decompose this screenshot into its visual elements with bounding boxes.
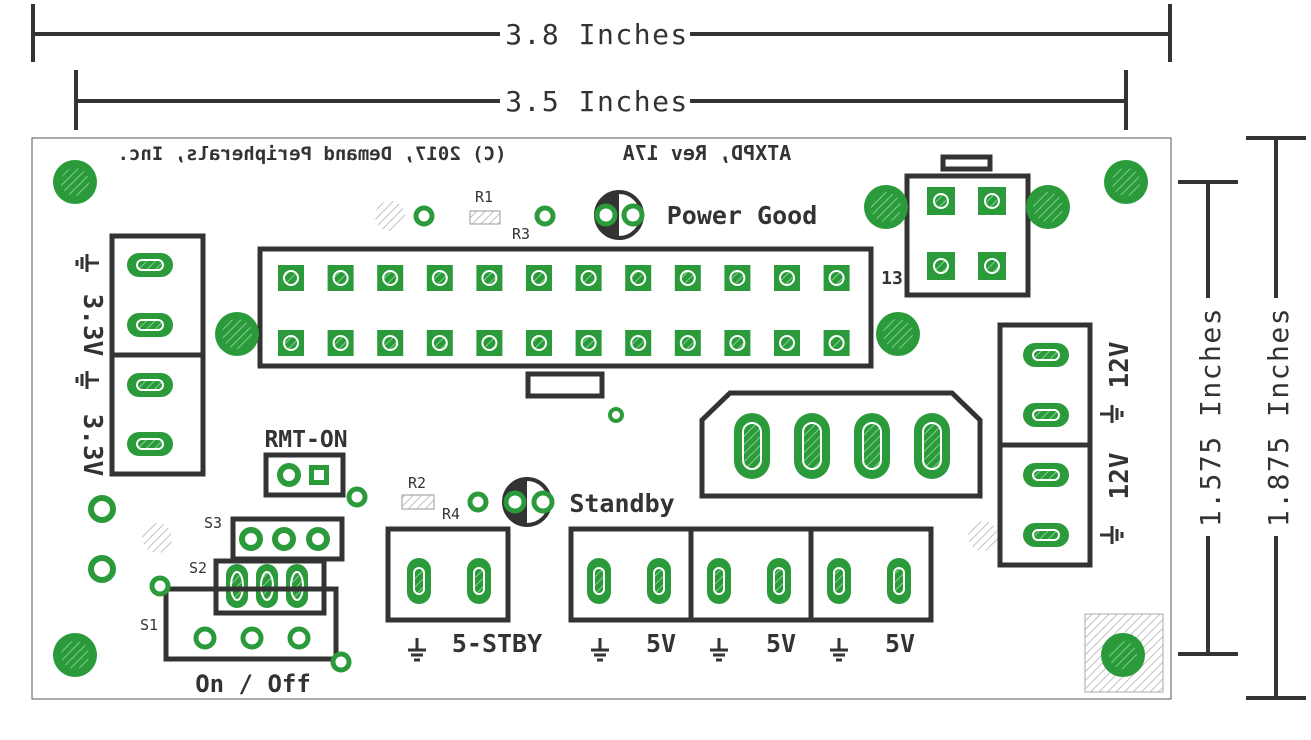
atx-pin xyxy=(625,330,652,356)
resistor-r1: R1 xyxy=(469,188,501,225)
via xyxy=(330,651,352,673)
terminal-pin xyxy=(127,313,173,337)
pin-13-label: 13 xyxy=(881,268,903,289)
svg-text:S1: S1 xyxy=(140,616,158,634)
dimension-width-outer: 3.8 Inches xyxy=(31,4,1172,62)
terminal-pin xyxy=(127,373,173,397)
svg-text:S3: S3 xyxy=(204,514,222,532)
molex-pin xyxy=(794,413,830,479)
atx-header xyxy=(215,246,920,399)
via xyxy=(88,555,116,583)
atx-pin xyxy=(377,330,404,356)
power-good-label: Power Good xyxy=(667,201,818,230)
via xyxy=(413,205,435,227)
atx-pin xyxy=(327,330,354,356)
terminal-pin xyxy=(827,558,851,604)
via xyxy=(534,205,556,227)
via xyxy=(608,407,624,423)
atx-pin xyxy=(575,265,602,291)
switch-s1: S1 xyxy=(140,586,339,662)
atx-pin xyxy=(625,265,652,291)
via xyxy=(467,491,489,513)
resistor-r4-label: R4 xyxy=(442,505,460,523)
atx-pin xyxy=(327,265,354,291)
copyright-text: (C) 2017, Demand Peripherals, Inc. xyxy=(118,143,507,165)
atx-pin xyxy=(674,330,701,356)
left-terminal-label: 3.3V xyxy=(77,294,107,357)
left-terminal-block xyxy=(75,233,206,477)
five-v-terminal-label: 5V xyxy=(646,629,676,658)
svg-text:S2: S2 xyxy=(189,559,207,577)
power-good-led xyxy=(594,190,645,240)
terminal-pin xyxy=(1023,343,1069,367)
atx-pin xyxy=(278,330,304,356)
five-v-terminal-label: 5V xyxy=(766,629,796,658)
atx-pin xyxy=(426,265,453,291)
right-terminal-label: 12V xyxy=(1105,453,1135,500)
atx-pin xyxy=(476,265,503,291)
dimension-label: 3.5 Inches xyxy=(505,85,689,118)
terminal-pin xyxy=(1023,463,1069,487)
atx-pin xyxy=(575,330,602,356)
terminal-pin xyxy=(127,253,173,277)
molex-pin xyxy=(854,413,890,479)
atx-pin xyxy=(774,330,800,356)
via xyxy=(346,486,368,508)
standby-label: Standby xyxy=(569,489,674,518)
dimension-width-inner: 3.5 Inches xyxy=(74,70,1128,130)
revision-text: ATXPD, Rev 17A xyxy=(623,141,792,165)
atx-pin xyxy=(724,330,751,356)
atx-pin xyxy=(476,330,503,356)
atx-pin xyxy=(823,265,850,291)
dimension-height-inner: 1.575 Inches xyxy=(1178,180,1238,656)
resistor-r2: R2 xyxy=(401,474,435,510)
svg-text:R1: R1 xyxy=(475,188,493,206)
terminal-pin xyxy=(1023,523,1069,547)
bottom-terminal-blocks xyxy=(385,526,934,662)
atx-pin xyxy=(774,265,800,291)
molex-connector xyxy=(699,390,983,499)
via xyxy=(149,575,171,597)
five-v-terminal-label: 5V xyxy=(885,629,915,658)
stby-terminal-label: 5-STBY xyxy=(452,629,542,658)
mounting-holes xyxy=(53,160,1164,693)
dimension-height-outer: 1.875 Inches xyxy=(1246,136,1306,700)
atx-pin xyxy=(377,265,404,291)
atx-pin xyxy=(426,330,453,356)
rmt-on-label: RMT-ON xyxy=(264,427,347,453)
atx-pin xyxy=(724,265,751,291)
terminal-pin xyxy=(887,558,911,604)
rmt-on-header xyxy=(263,452,346,498)
atx-pin xyxy=(526,330,552,356)
dimension-label: 3.8 Inches xyxy=(505,18,689,51)
on-off-label: On / Off xyxy=(195,670,311,698)
terminal-pin xyxy=(767,558,791,604)
standby-led xyxy=(502,477,555,527)
atx-pin xyxy=(823,330,850,356)
molex-pin xyxy=(734,413,770,479)
right-terminal-block xyxy=(997,322,1124,568)
atx-pin xyxy=(674,265,701,291)
molex-pin xyxy=(914,413,950,479)
dimension-label: 1.875 Inches xyxy=(1262,307,1295,527)
four-pin-header xyxy=(864,154,1070,298)
terminal-pin xyxy=(467,558,491,604)
resistor-r3-label: R3 xyxy=(512,225,530,243)
svg-text:R2: R2 xyxy=(408,474,426,492)
terminal-pin xyxy=(1023,403,1069,427)
terminal-pin xyxy=(707,558,731,604)
terminal-pin xyxy=(587,558,611,604)
right-terminal-label: 12V xyxy=(1105,342,1135,389)
dimension-label: 1.575 Inches xyxy=(1194,307,1227,527)
terminal-pin xyxy=(127,432,173,456)
terminal-pin xyxy=(647,558,671,604)
left-terminal-label: 3.3V xyxy=(77,414,107,477)
atx-pin xyxy=(278,265,304,291)
atx-pin xyxy=(526,265,552,291)
via xyxy=(88,495,116,523)
terminal-pin xyxy=(407,558,431,604)
